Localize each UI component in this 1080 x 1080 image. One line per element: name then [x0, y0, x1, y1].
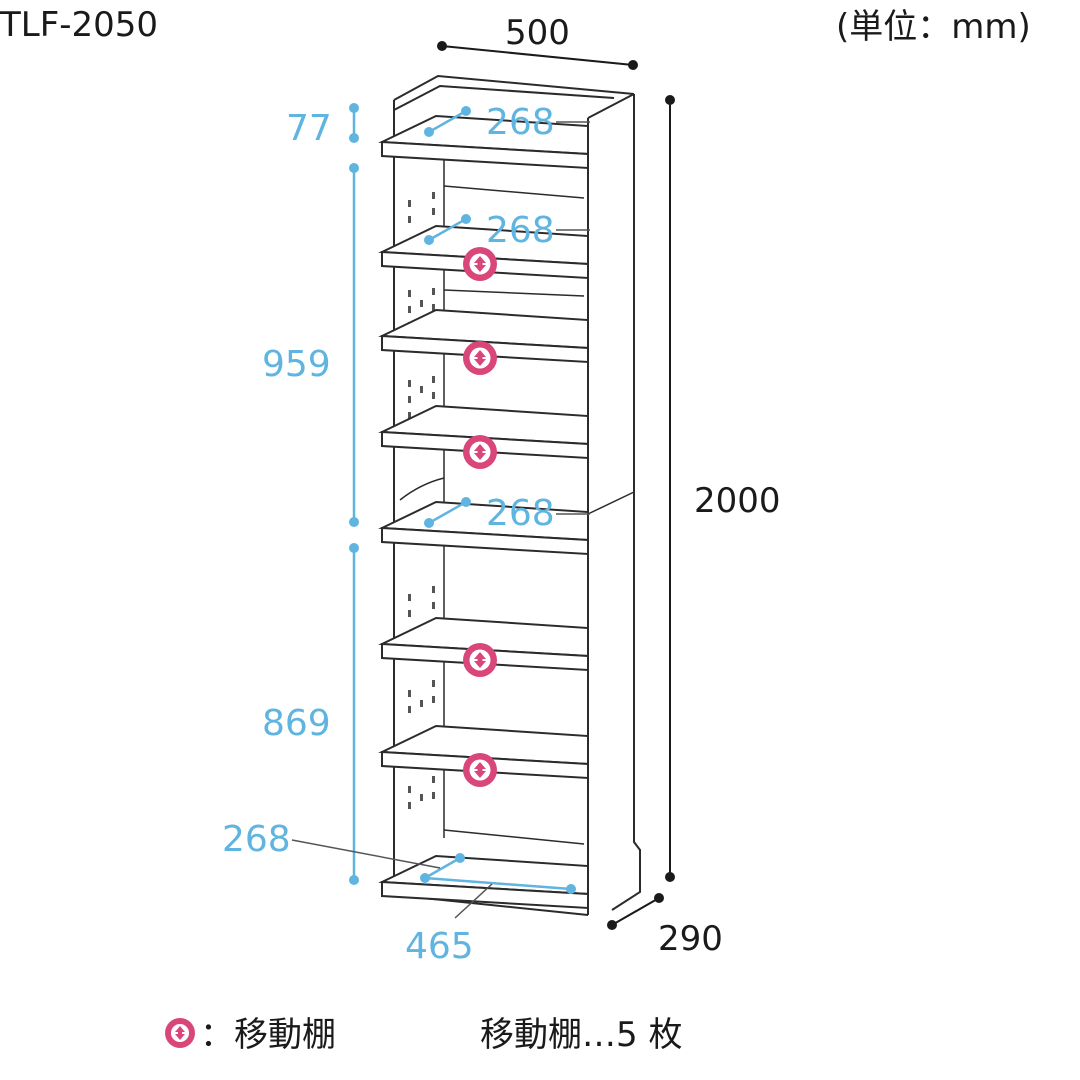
upper-section-dimension: 959: [262, 344, 331, 385]
unit-note: (単位：mm): [836, 7, 1031, 47]
legend: ：移動棚 移動棚…5 枚: [165, 1015, 682, 1055]
up-down-arrow-circle-icon: [463, 643, 497, 677]
cabinet-top-edge: [393, 74, 635, 101]
movable-markers: [463, 247, 497, 787]
depth-dimension: 290: [658, 919, 723, 959]
legend-movable-shelf-label: ：移動棚: [200, 1015, 336, 1055]
model-number: TLF-2050: [0, 5, 158, 45]
inner-width-dimension: 465: [405, 926, 474, 967]
up-down-arrow-circle-icon: [463, 247, 497, 281]
lower-section-dimension: 869: [262, 703, 331, 744]
width-dimension: 500: [505, 13, 570, 53]
cabinet-side-seam: [587, 491, 635, 515]
up-down-arrow-circle-icon: [463, 753, 497, 787]
back-panel-curve: [399, 477, 445, 501]
back-panel-line: [443, 289, 585, 297]
up-down-arrow-circle-icon: [165, 1018, 195, 1048]
pin-hole-column-lower: [408, 586, 435, 809]
shelf-depth-label: 268: [222, 819, 291, 860]
cabinet-right-back: [611, 94, 641, 911]
cabinet-right-top: [587, 93, 635, 119]
shelf-board: [378, 500, 589, 556]
legend-shelf-count: 移動棚…5 枚: [480, 1015, 682, 1055]
shelf-depth-label: 268: [486, 210, 555, 251]
cabinet-top-inner-edge: [393, 84, 615, 111]
up-down-arrow-circle-icon: [463, 435, 497, 469]
top-gap-dimension: 77: [286, 108, 332, 149]
dimension-lines: 500 2000 290 77 959 869: [222, 13, 781, 967]
shelf-board: [378, 114, 589, 170]
shelves: [378, 114, 589, 910]
shelf-board: [378, 854, 589, 910]
shelf-depth-label: 268: [486, 102, 555, 143]
shelf-pin-holes: [408, 192, 435, 809]
height-dimension: 2000: [694, 481, 781, 521]
back-panel-line: [443, 829, 585, 845]
back-panel-line: [443, 185, 585, 199]
shelf-depth-label: 268: [486, 493, 555, 534]
pin-hole-column-upper: [408, 192, 435, 419]
up-down-arrow-circle-icon: [463, 341, 497, 375]
